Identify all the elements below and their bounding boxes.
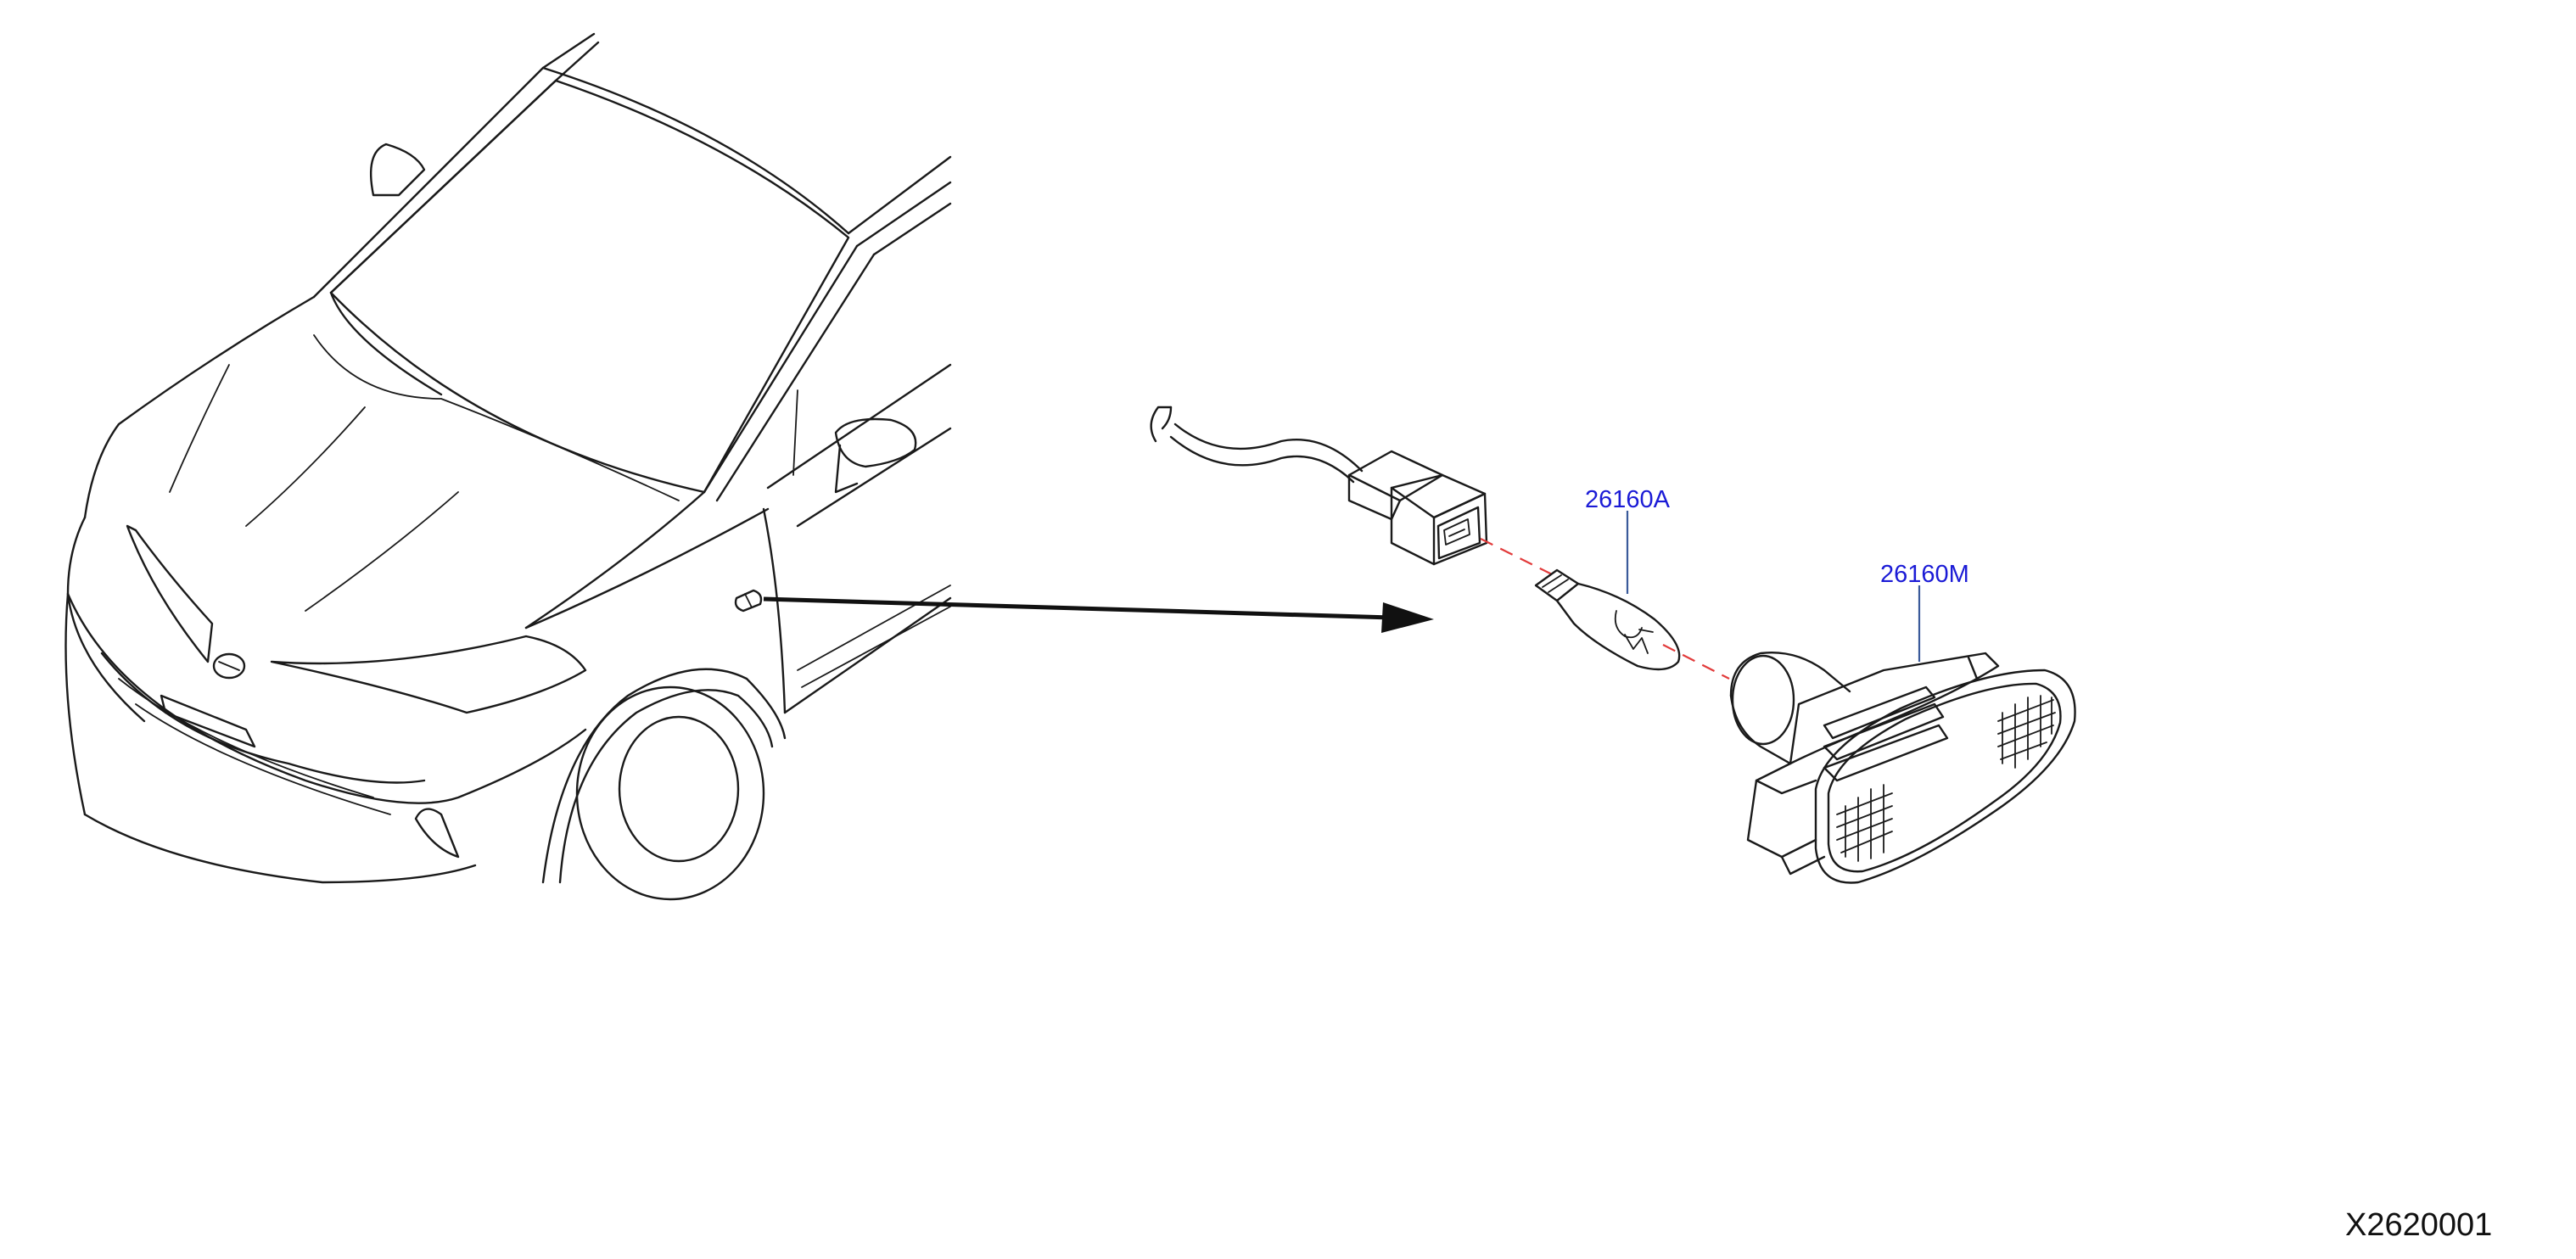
- location-arrow: [763, 596, 1434, 633]
- part-number-lamp: 26160M: [1880, 561, 1969, 588]
- diagram-id: X2620001: [2345, 1207, 2492, 1243]
- part-number-bulb: 26160A: [1585, 486, 1671, 513]
- car-drawing: [64, 32, 952, 901]
- lens-texture: [1836, 695, 2056, 862]
- connector-icon: [1150, 406, 1488, 566]
- centerline-connector-bulb: [1480, 538, 1558, 578]
- side-marker-lamp-icon: [1729, 652, 2076, 884]
- centerline-bulb-lamp: [1662, 644, 1730, 680]
- bulb-icon: [1534, 568, 1681, 671]
